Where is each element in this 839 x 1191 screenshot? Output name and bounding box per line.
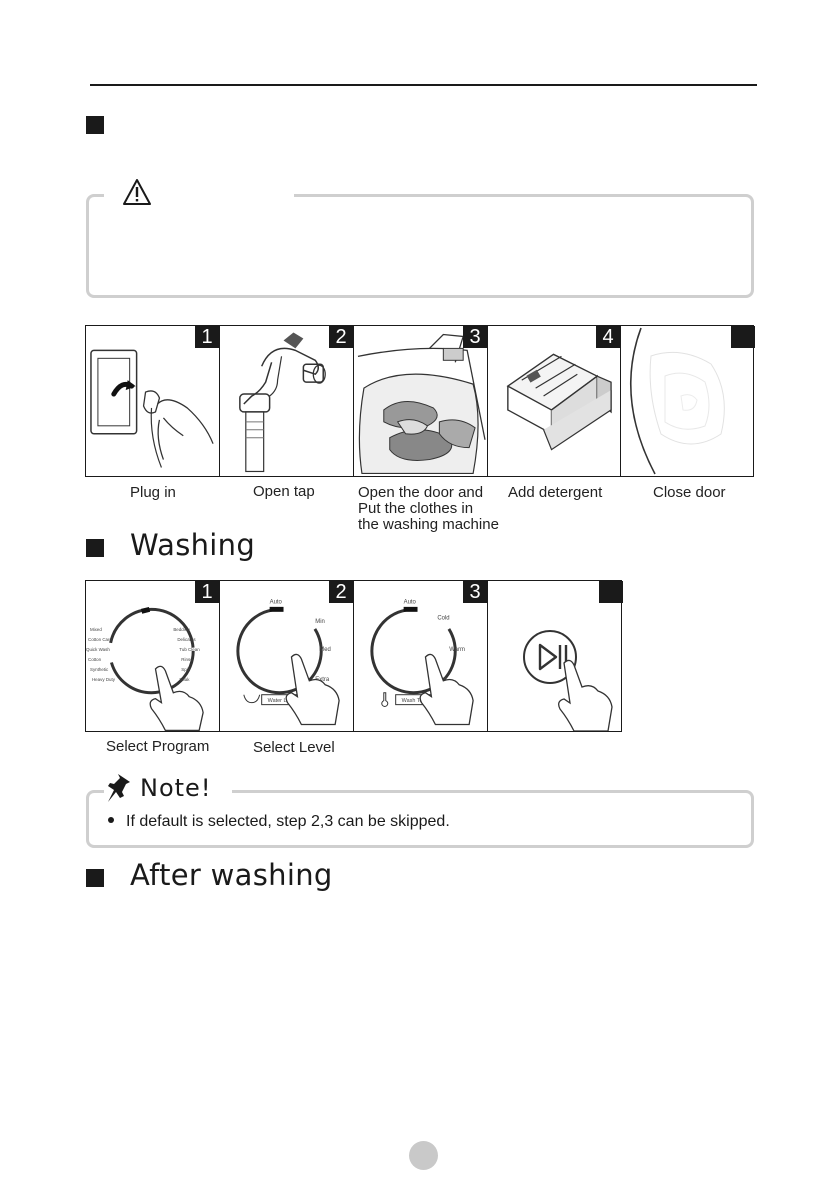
svg-text:Soak: Soak xyxy=(179,677,190,682)
program-dial-icon: Mixed Cotton Care Quick Wash Cotton Synt… xyxy=(86,606,204,731)
svg-text:Rinse: Rinse xyxy=(181,657,193,662)
step-panel-add-detergent: 4 xyxy=(488,326,621,476)
svg-text:Synthetic: Synthetic xyxy=(90,667,109,672)
laundry-drum-icon xyxy=(357,333,486,475)
caption-load-line-2: Put the clothes in xyxy=(358,500,474,517)
caption-select-program: Select Program xyxy=(106,738,210,755)
step-panel-select-temperature: Auto Cold Warm Hot Wash Temp. 3 xyxy=(354,581,488,731)
caption-plug-in: Plug in xyxy=(130,484,176,501)
door-lid-icon xyxy=(629,327,725,475)
bullet xyxy=(108,817,114,824)
step-panel-select-program: Mixed Cotton Care Quick Wash Cotton Synt… xyxy=(86,581,220,731)
step-panel-open-tap: 2 xyxy=(220,326,354,476)
after-washing-heading: After washing xyxy=(130,858,333,892)
warning-triangle-icon xyxy=(123,179,151,205)
step-panel-load-clothes: 3 xyxy=(354,326,488,476)
svg-text:Cotton Care: Cotton Care xyxy=(88,637,113,642)
caption-open-tap: Open tap xyxy=(253,483,315,500)
svg-text:Auto: Auto xyxy=(270,599,283,605)
washing-heading: Washing xyxy=(130,528,256,562)
caption-load-line-1: Open the door and xyxy=(358,484,484,501)
svg-text:Min: Min xyxy=(315,619,325,625)
step-badge: 2 xyxy=(329,581,353,603)
svg-text:Spin: Spin xyxy=(181,667,190,672)
warning-box xyxy=(86,194,754,298)
page-number-dot xyxy=(409,1141,438,1170)
caption-load-line-3: the washing machine xyxy=(358,516,499,533)
step-panel-start xyxy=(488,581,623,731)
pushpin-icon xyxy=(108,774,130,802)
svg-text:Wash Temp.: Wash Temp. xyxy=(402,698,432,704)
step-badge xyxy=(599,581,623,603)
note-title: Note! xyxy=(140,774,212,802)
water-tap-icon xyxy=(239,332,326,473)
temperature-dial-icon: Auto Cold Warm Hot Wash Temp. xyxy=(370,599,474,726)
step-badge: 1 xyxy=(195,326,219,348)
svg-text:Mixed: Mixed xyxy=(90,627,102,632)
svg-text:Heavy Duty: Heavy Duty xyxy=(92,677,116,682)
section-marker xyxy=(86,869,104,887)
note-item: If default is selected, step 2,3 can be … xyxy=(108,813,450,831)
detergent-drawer-icon xyxy=(506,353,612,451)
power-plug-icon xyxy=(90,349,214,468)
caption-close-door: Close door xyxy=(653,484,726,501)
step-panel-select-level: Auto Min Med Extra Water Level 2 xyxy=(220,581,354,731)
caption-add-detergent: Add detergent xyxy=(508,484,603,501)
step-badge: 2 xyxy=(329,326,353,348)
svg-text:Delicates: Delicates xyxy=(177,637,196,642)
washing-steps-strip: Mixed Cotton Care Quick Wash Cotton Synt… xyxy=(85,580,623,732)
step-badge: 1 xyxy=(195,581,219,603)
svg-text:Water Level: Water Level xyxy=(268,698,297,704)
svg-text:Tub Clean: Tub Clean xyxy=(179,647,200,652)
start-pause-icon xyxy=(523,630,613,731)
caption-select-level: Select Level xyxy=(253,739,335,756)
section-marker xyxy=(86,116,104,134)
step-badge: 4 xyxy=(596,326,620,348)
svg-text:Med: Med xyxy=(319,647,331,653)
svg-text:Extra: Extra xyxy=(315,677,330,683)
svg-text:Auto: Auto xyxy=(404,599,417,605)
svg-text:Cold: Cold xyxy=(437,615,449,621)
svg-text:Warm: Warm xyxy=(449,647,465,653)
svg-text:Cotton: Cotton xyxy=(88,657,102,662)
note-box xyxy=(86,790,754,848)
step-badge xyxy=(731,326,755,348)
section-marker xyxy=(86,539,104,557)
header-rule xyxy=(90,84,757,86)
step-panel-plug-in: 1 xyxy=(86,326,220,476)
step-badge: 3 xyxy=(463,581,487,603)
step-badge: 3 xyxy=(463,326,487,348)
svg-text:Bedding: Bedding xyxy=(173,627,190,632)
preparation-steps-strip: 1 2 3 xyxy=(85,325,755,477)
step-panel-close-door xyxy=(621,326,755,476)
svg-text:Quick Wash: Quick Wash xyxy=(86,647,110,652)
water-level-dial-icon: Auto Min Med Extra Water Level xyxy=(236,599,340,726)
